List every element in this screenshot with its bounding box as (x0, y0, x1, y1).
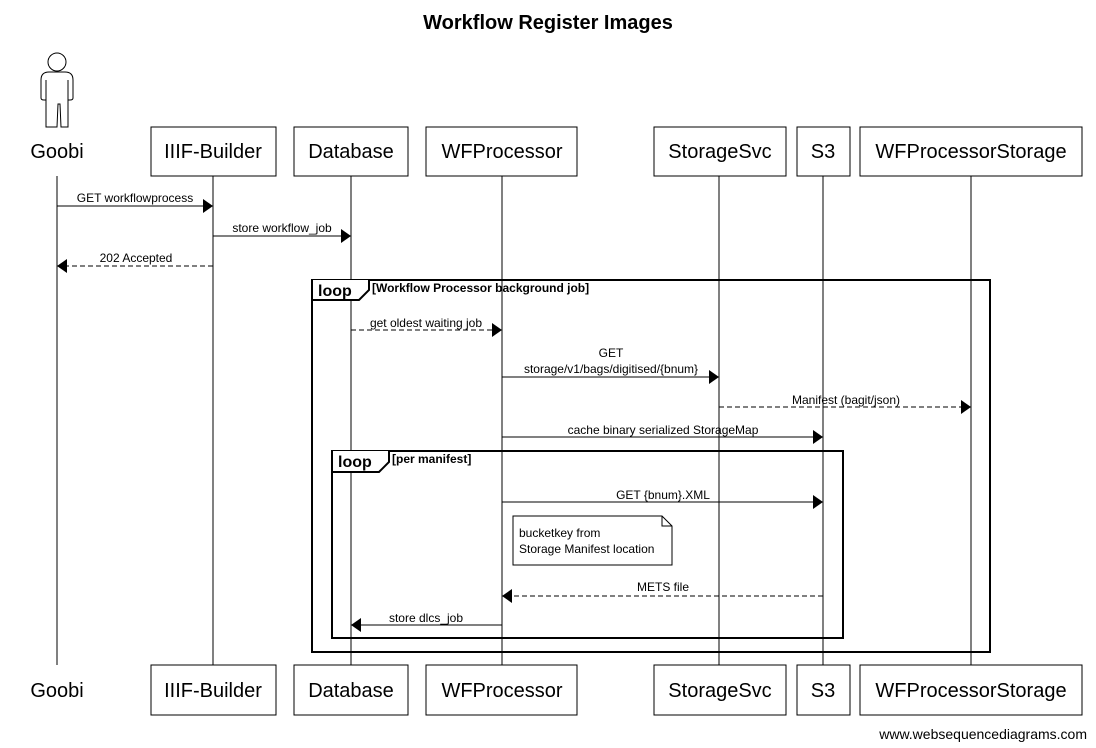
participant-box-iiif-builder-bottom (150, 664, 277, 716)
actor-label-top: Goobi (30, 141, 83, 163)
message-label-get-storage-bag-line2: storage/v1/bags/digitised/{bnum} (524, 362, 698, 376)
participant-label-wfprocessorstorage-top: WFProcessorStorage (875, 141, 1066, 163)
participant-label-database-top: Database (308, 141, 394, 163)
loop-frame-inner (331, 450, 844, 639)
loop-frame-inner-tab (331, 451, 390, 473)
loop-frame-inner-keyword: loop (338, 454, 372, 471)
loop-frame-outer-condition: [Workflow Processor background job] (372, 281, 589, 295)
participant-box-s3-bottom (796, 664, 851, 716)
diagram-title: Workflow Register Images (423, 12, 673, 34)
participant-box-s3-top (796, 126, 851, 177)
participant-box-wfprocessor-top (425, 126, 578, 177)
loop-frame-inner-condition: [per manifest] (392, 452, 471, 466)
message-label-get-workflowprocess: GET workflowprocess (77, 191, 193, 205)
participant-box-wfprocessor-bottom (425, 664, 578, 716)
participant-label-wfprocessor-top: WFProcessor (441, 141, 562, 163)
participant-label-s3-bottom: S3 (811, 680, 835, 702)
participant-label-wfprocessor-bottom: WFProcessor (441, 680, 562, 702)
participant-box-storagesvc-bottom (653, 664, 787, 716)
message-label-202-accepted: 202 Accepted (100, 251, 173, 265)
participant-box-database-top (293, 126, 409, 177)
loop-frame-outer (311, 279, 991, 653)
message-label-mets-file: METS file (637, 580, 689, 594)
actor-label-bottom: Goobi (30, 680, 83, 702)
note-fold (661, 516, 672, 527)
actor-icon (40, 52, 74, 128)
message-label-store-dlcs-job: store dlcs_job (389, 611, 463, 625)
participant-box-database-bottom (293, 664, 409, 716)
message-label-manifest-bagit-json: Manifest (bagit/json) (792, 393, 900, 407)
participant-box-wfprocessorstorage-bottom (859, 664, 1083, 716)
note-box (512, 515, 673, 566)
loop-frame-outer-keyword: loop (318, 283, 352, 300)
participant-label-s3-top: S3 (811, 141, 835, 163)
footer-credit: www.websequencediagrams.com (878, 726, 1087, 742)
message-label-get-bnum-xml: GET {bnum}.XML (616, 488, 710, 502)
loop-frame-outer-tab (311, 280, 370, 301)
participant-box-iiif-builder-top (150, 126, 277, 177)
participant-label-wfprocessorstorage-bottom: WFProcessorStorage (875, 680, 1066, 702)
participant-label-storagesvc-top: StorageSvc (668, 141, 771, 163)
message-label-get-oldest-waiting-job: get oldest waiting job (370, 316, 482, 330)
message-label-store-workflow-job: store workflow_job (232, 221, 332, 235)
participant-box-wfprocessorstorage-top (859, 126, 1083, 177)
participant-box-storagesvc-top (653, 126, 787, 177)
message-label-get-storage-bag-line1: GET (599, 346, 624, 360)
participant-label-iiif-builder-bottom: IIIF-Builder (164, 680, 262, 702)
participant-label-storagesvc-bottom: StorageSvc (668, 680, 771, 702)
note-line-1: bucketkey from (519, 526, 600, 540)
message-label-cache-storagemap: cache binary serialized StorageMap (568, 423, 759, 437)
participant-label-iiif-builder-top: IIIF-Builder (164, 141, 262, 163)
participant-label-database-bottom: Database (308, 680, 394, 702)
note-line-2: Storage Manifest location (519, 542, 654, 556)
